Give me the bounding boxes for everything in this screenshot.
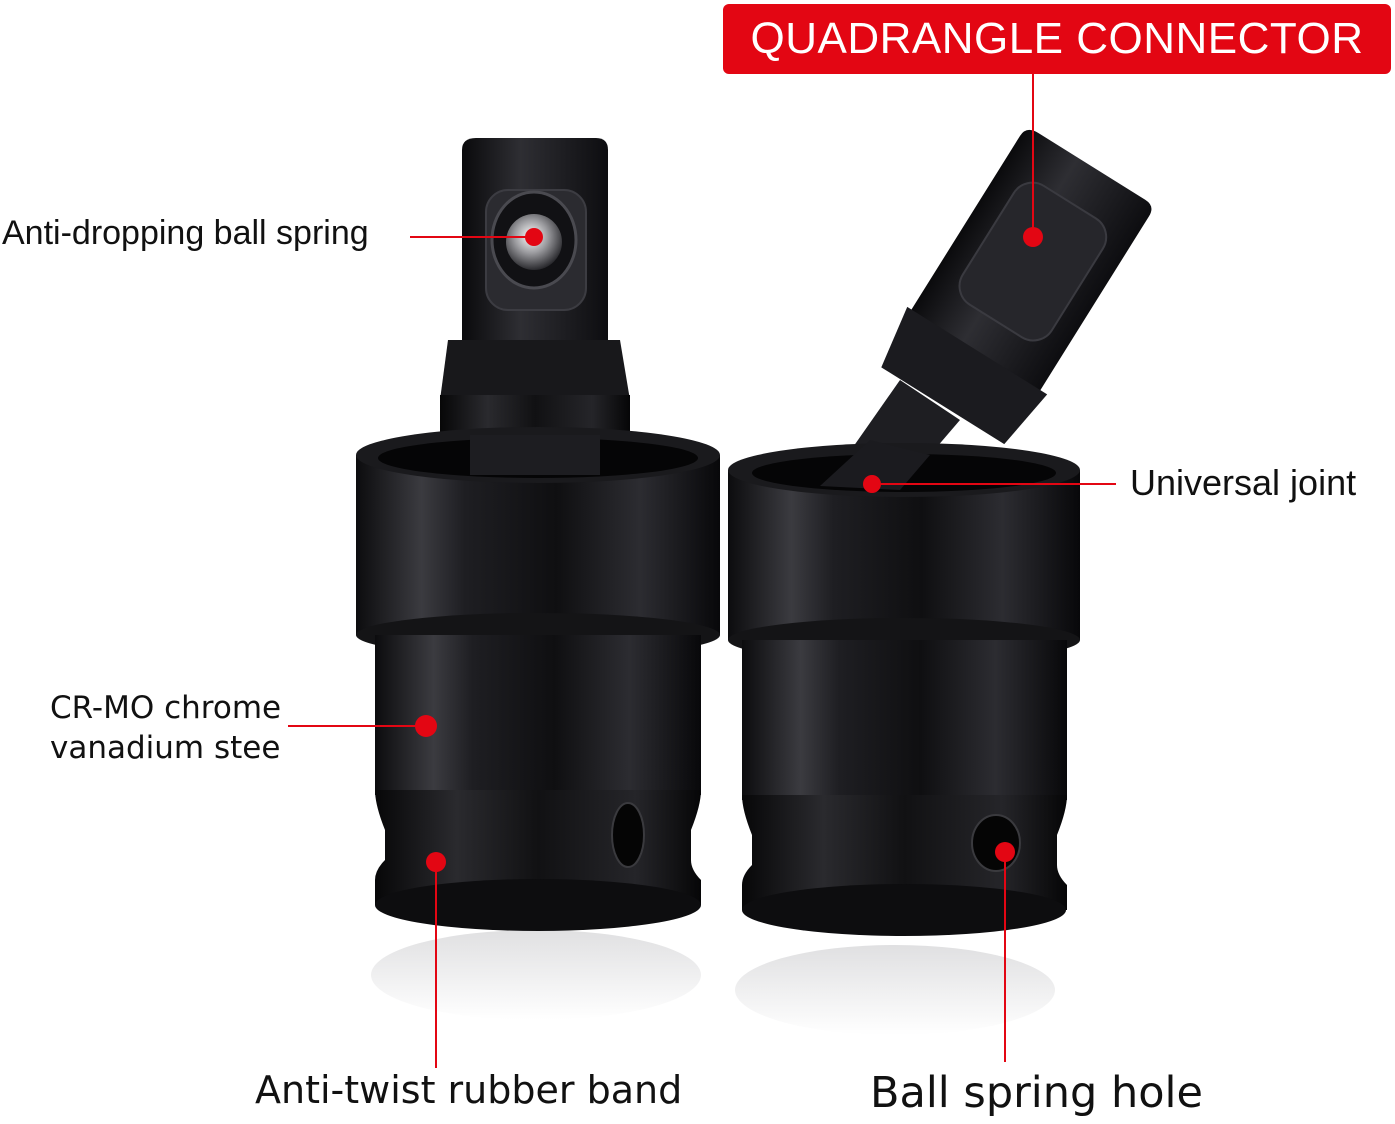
left-neck <box>440 340 630 400</box>
right-spring-hole <box>971 814 1021 872</box>
left-collar <box>356 455 720 635</box>
label-crmo-line1: CR-MO chrome <box>50 690 282 726</box>
right-body <box>742 640 1067 800</box>
right-universal-joint-tool <box>728 129 1152 1035</box>
callout-dot-rubber <box>426 852 446 872</box>
label-anti-twist-rubber-band: Anti-twist rubber band <box>255 1068 683 1112</box>
label-anti-dropping-ball-spring: Anti-dropping ball spring <box>2 214 369 252</box>
left-reflection <box>371 930 701 1020</box>
left-universal-joint-tool <box>356 138 720 1020</box>
callout-lines <box>288 74 1116 1068</box>
callout-dot-hole <box>995 842 1015 862</box>
left-spring-hole <box>611 802 645 868</box>
callout-dots <box>415 227 1043 872</box>
left-body <box>375 635 701 795</box>
right-reflection <box>735 945 1055 1035</box>
right-shaft-inner <box>820 440 930 490</box>
left-bottom <box>375 879 701 931</box>
right-collar <box>728 470 1080 640</box>
label-universal-joint: Universal joint <box>1130 462 1357 503</box>
callout-dot-ball-spring <box>525 228 543 246</box>
callout-dot-crmo <box>415 715 437 737</box>
left-shaft-inner <box>470 435 600 475</box>
label-crmo-steel: CR-MO chrome vanadium stee <box>50 688 281 768</box>
callout-dot-quadrangle <box>1023 227 1043 247</box>
callout-dot-universal <box>863 475 881 493</box>
quadrangle-connector-banner: QUADRANGLE CONNECTOR <box>723 4 1391 74</box>
right-neck <box>881 306 1048 445</box>
label-crmo-line2: vanadium stee <box>50 730 281 766</box>
right-bottom <box>742 884 1066 936</box>
right-square-face <box>958 181 1108 342</box>
label-ball-spring-hole: Ball spring hole <box>870 1068 1203 1118</box>
